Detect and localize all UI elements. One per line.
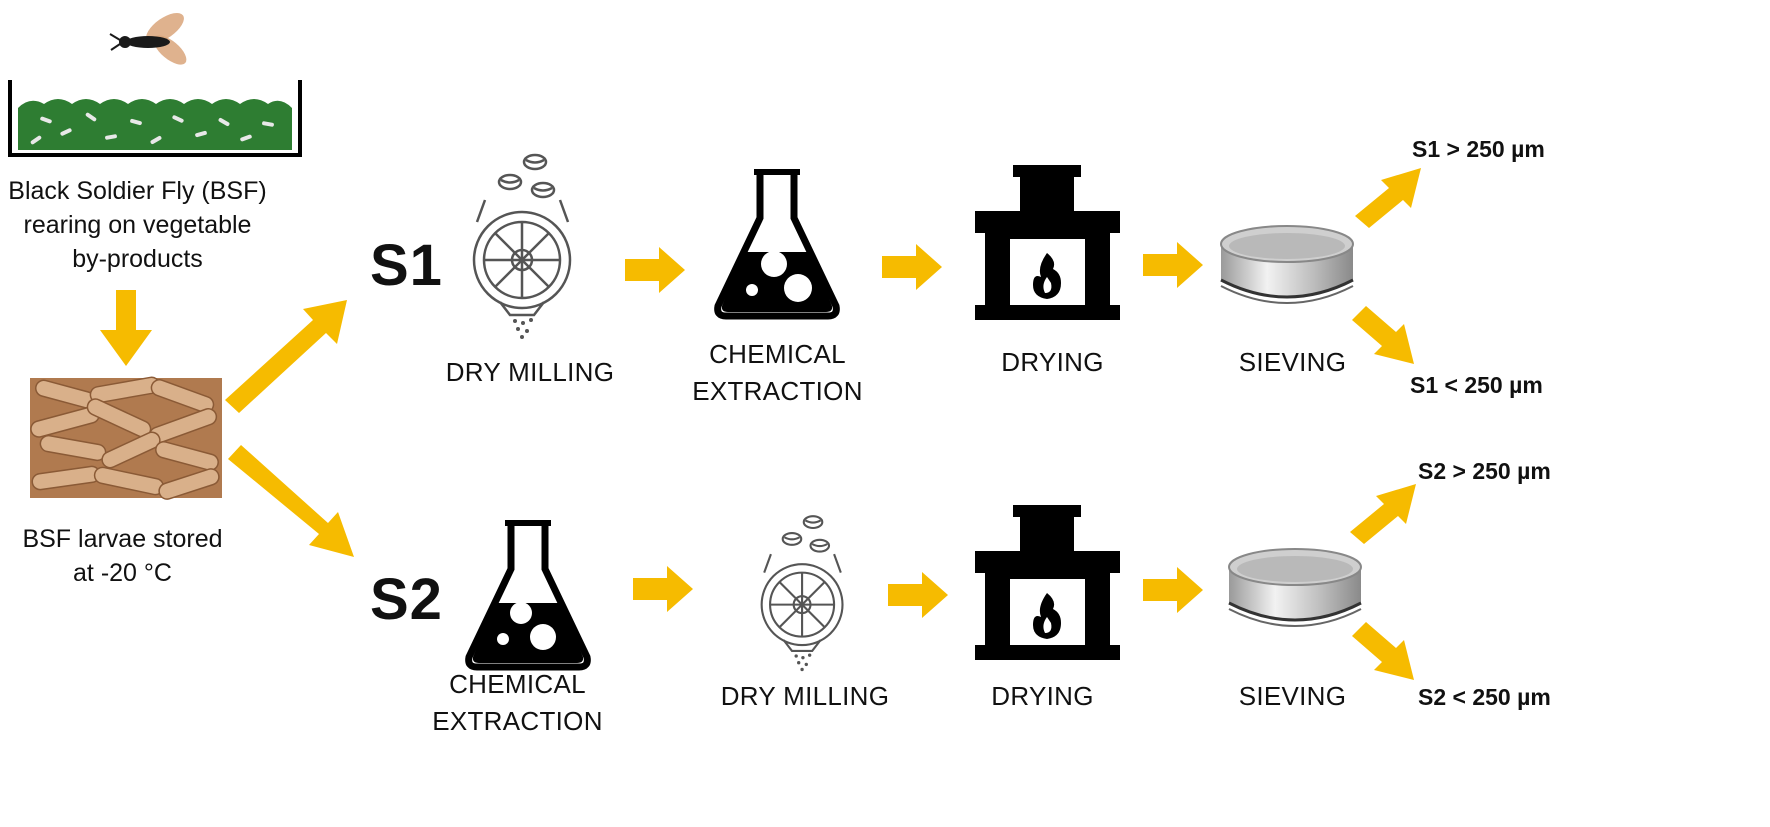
s1-step-2-label: CHEMICAL EXTRACTION (680, 336, 875, 410)
arrow-right-icon (633, 566, 693, 612)
arrow-to-s2-icon (228, 445, 354, 557)
arrow-right-icon (882, 244, 942, 290)
s1-step-2-label-line-2: EXTRACTION (692, 376, 863, 406)
s2-step-4-label-line: SIEVING (1238, 681, 1347, 711)
storage-caption-line-1: BSF larvae stored (22, 525, 223, 553)
fireplace-icon (975, 165, 1120, 320)
flask-icon (465, 520, 591, 671)
s1-step-1-label-line: DRY MILLING (445, 357, 615, 387)
sieve-icon (1228, 548, 1362, 627)
rearing-caption-line-2: rearing on vegetable (23, 211, 252, 239)
s1-step-4-label-line: SIEVING (1238, 347, 1347, 377)
larvae-image (30, 376, 222, 500)
arrow-right-icon (1143, 567, 1203, 613)
s2-outcome-coarse: S2 > 250 µm (1418, 458, 1551, 484)
storage-caption: BSF larvae stored at -20 °C (0, 522, 245, 590)
mill-icon (760, 515, 844, 672)
arrow-right-icon (625, 247, 685, 293)
rearing-bin-illustration (8, 12, 302, 157)
s1-step-2-label-line-1: CHEMICAL (709, 339, 846, 369)
s1-step-1-label: DRY MILLING (430, 354, 630, 391)
arrow-up-right-icon (1350, 484, 1416, 544)
s1-outcome-coarse: S1 > 250 µm (1412, 136, 1545, 162)
stream-label-s2: S2 (370, 567, 443, 632)
storage-caption-line-2: at -20 °C (73, 559, 172, 587)
s2-step-3-label: DRYING (945, 678, 1140, 715)
rearing-caption-line-3: by-products (72, 245, 203, 273)
mill-icon (472, 153, 572, 339)
flask-icon (714, 169, 840, 320)
s2-step-1-label-line-1: CHEMICAL (449, 669, 586, 699)
fly-icon (109, 12, 187, 65)
arrow-right-icon (888, 572, 948, 618)
fireplace-icon (975, 505, 1120, 660)
s2-step-1-label: CHEMICAL EXTRACTION (420, 666, 615, 740)
s1-step-3-label-line: DRYING (1001, 347, 1104, 377)
arrow-down-icon (100, 290, 152, 366)
arrow-down-right-icon (1352, 306, 1414, 364)
arrow-to-s1-icon (225, 300, 347, 413)
arrow-down-right-icon (1352, 622, 1414, 680)
s2-step-2-label: DRY MILLING (705, 678, 905, 715)
stream-label-s1: S1 (370, 233, 443, 298)
s1-outcome-fine: S1 < 250 µm (1410, 372, 1543, 398)
s1-step-4-label: SIEVING (1195, 344, 1390, 381)
arrow-up-right-icon (1355, 168, 1421, 228)
s2-step-3-label-line: DRYING (991, 681, 1094, 711)
rearing-caption: Black Soldier Fly (BSF) rearing on veget… (0, 174, 275, 276)
arrow-right-icon (1143, 242, 1203, 288)
s2-step-1-label-line-2: EXTRACTION (432, 706, 603, 736)
s1-step-3-label: DRYING (955, 344, 1150, 381)
s2-outcome-fine: S2 < 250 µm (1418, 684, 1551, 710)
rearing-caption-line-1: Black Soldier Fly (BSF) (8, 177, 267, 205)
s2-step-4-label: SIEVING (1195, 678, 1390, 715)
s2-step-2-label-line: DRY MILLING (720, 681, 890, 711)
sieve-icon (1220, 225, 1354, 304)
